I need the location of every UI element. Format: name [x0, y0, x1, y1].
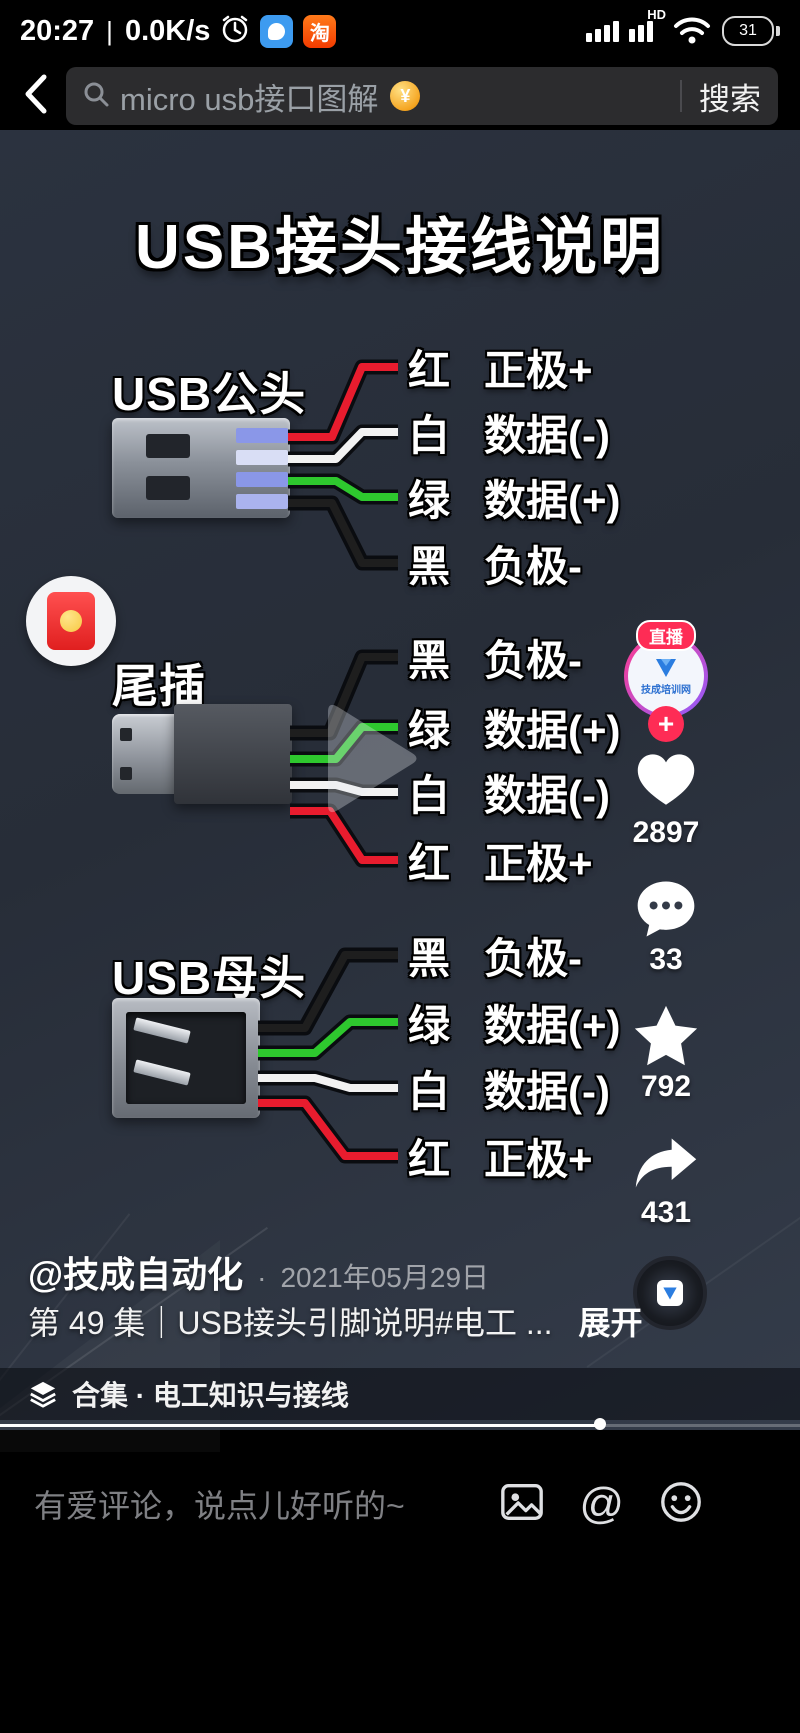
search-button[interactable]: 搜索 — [699, 81, 761, 117]
share-icon[interactable] — [632, 1134, 700, 1197]
micro-usb-tip-image — [112, 714, 176, 794]
wire-label-row: 红正极+ — [408, 346, 593, 394]
wire-label-row: 绿数据(+) — [408, 1001, 621, 1049]
mention-icon[interactable]: @ — [579, 1479, 624, 1528]
clock-time: 20:27 — [20, 14, 95, 47]
search-icon — [82, 80, 110, 113]
video-progress-knob[interactable] — [594, 1418, 606, 1430]
video-caption: 第 49 集｜USB接头引脚说明#电工 ... — [28, 1305, 553, 1341]
signal-bars-sim2-icon: HD — [629, 7, 666, 42]
signal-bars-sim1-icon — [586, 20, 619, 42]
wire-label-row: 黑负极- — [408, 636, 582, 684]
battery-percent: 31 — [739, 22, 757, 39]
collection-title: 合集 · 电工知识与接线 — [72, 1380, 349, 1411]
favorite-icon[interactable] — [632, 1003, 700, 1074]
red-packet-icon[interactable] — [26, 576, 116, 666]
wire-label-row: 白数据(-) — [408, 1067, 610, 1115]
section-label-usb-male: USB公头 — [112, 368, 307, 420]
search-header: micro usb接口图解 ¥ 搜索 — [0, 62, 800, 130]
favorite-count: 792 — [640, 1070, 692, 1103]
live-channel-name: 技成培训网 — [641, 684, 691, 696]
collection-layers-icon — [30, 1381, 56, 1408]
channel-logo-icon — [656, 658, 676, 677]
search-input[interactable]: micro usb接口图解 ¥ 搜索 — [66, 67, 778, 125]
collection-bar[interactable]: 合集 · 电工知识与接线 — [0, 1368, 800, 1420]
author-handle[interactable]: @技成自动化 — [28, 1254, 244, 1295]
share-count: 431 — [640, 1196, 692, 1229]
usb-female-connector-image — [112, 998, 260, 1118]
wifi-icon — [672, 14, 712, 49]
wire-label-row: 白数据(-) — [408, 411, 610, 459]
emoji-icon[interactable] — [658, 1479, 704, 1530]
micro-usb-body-image — [174, 704, 292, 804]
video-title: USB接头接线说明 — [135, 213, 665, 282]
like-count: 2897 — [632, 816, 700, 849]
wire-label-row: 绿数据(+) — [408, 706, 621, 754]
wire-label-row: 黑负极- — [408, 934, 582, 982]
coin-icon: ¥ — [390, 81, 421, 111]
follow-button[interactable]: + — [648, 706, 684, 742]
usb-male-connector-image — [112, 418, 290, 518]
wire-label-row: 红正极+ — [408, 1135, 593, 1183]
photo-icon[interactable] — [499, 1479, 545, 1530]
comment-bar: 有爱评论，说点儿好听的~ @ — [0, 1452, 800, 1556]
search-divider — [680, 80, 682, 112]
taobao-notification-icon: 淘 — [303, 14, 337, 48]
like-icon[interactable] — [634, 750, 698, 815]
hd-voice-label: HD — [647, 7, 666, 22]
live-author-avatar[interactable]: 直播 技成培训网 + — [620, 620, 712, 742]
search-query-text: micro usb接口图解 — [120, 81, 379, 117]
dot-separator: · — [257, 1262, 267, 1293]
back-icon[interactable] — [22, 73, 48, 120]
video-progress-fill — [0, 1424, 600, 1427]
publish-date: 2021年05月29日 — [280, 1262, 490, 1293]
wire-label-row: 白数据(-) — [408, 771, 610, 819]
network-speed: 0.0K/s — [124, 14, 211, 47]
section-label-micro-plug: 尾插 — [112, 660, 206, 712]
play-icon[interactable] — [312, 698, 422, 828]
author-row: @技成自动化 · 2021年05月29日 — [28, 1246, 489, 1298]
comment-icon[interactable] — [634, 878, 698, 945]
caption-row: 第 49 集｜USB接头引脚说明#电工 ... 展开 — [28, 1298, 643, 1344]
expand-button[interactable]: 展开 — [578, 1305, 643, 1341]
status-bar: 20:27 | 0.0K/s 淘 HD 31 — [0, 0, 800, 62]
messenger-notification-icon — [260, 14, 294, 48]
live-badge: 直播 — [636, 620, 696, 651]
comment-count: 33 — [649, 943, 683, 976]
channel-logo-icon — [663, 1287, 677, 1299]
sound-disc-avatar[interactable] — [633, 1256, 707, 1330]
status-separator: | — [106, 15, 113, 46]
wire-label-row: 黑负极- — [408, 542, 582, 590]
alarm-clock-icon — [220, 14, 250, 49]
battery-icon: 31 — [722, 16, 780, 46]
comment-input[interactable]: 有爱评论，说点儿好听的~ — [34, 1488, 405, 1524]
wire-label-row: 红正极+ — [408, 839, 593, 887]
wire-label-row: 绿数据(+) — [408, 476, 621, 524]
